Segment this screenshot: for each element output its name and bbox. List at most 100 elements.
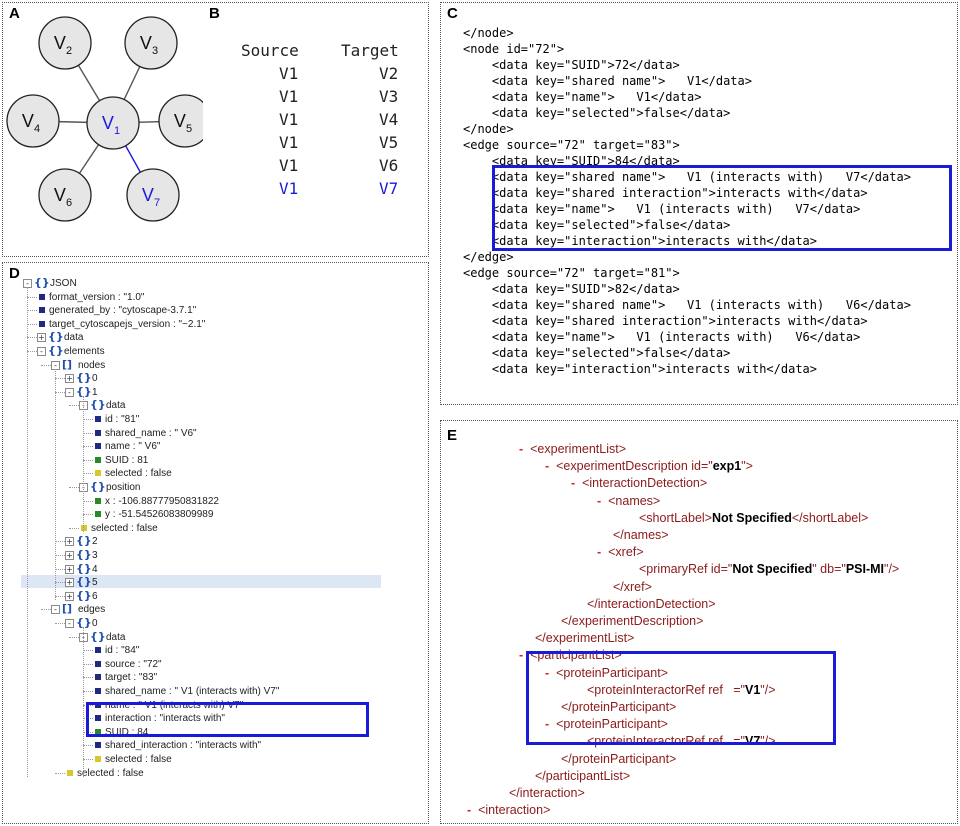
tree-node-label[interactable]: target : "83"	[105, 672, 158, 684]
tree-node-label[interactable]: shared_name : " V6"	[105, 427, 197, 439]
collapse-dash-icon[interactable]: -	[519, 442, 531, 456]
tree-node-label[interactable]: shared_name : " V1 (interacts with) V7"	[105, 686, 280, 697]
tree-node-label[interactable]: SUID : 81	[105, 454, 149, 466]
collapse-dash-icon[interactable]: -	[545, 459, 557, 474]
tree-connector	[69, 405, 79, 407]
value-type-icon	[95, 728, 101, 735]
collapse-dash-icon[interactable]: -	[597, 545, 609, 560]
tree-node-label[interactable]: data	[106, 400, 126, 412]
collapse-dash-icon[interactable]: -	[545, 717, 557, 732]
tree-node-label[interactable]: name : " V6"	[105, 441, 161, 453]
tree-node-label[interactable]: 6	[92, 590, 98, 602]
object-icon: {}	[76, 588, 92, 602]
expand-icon[interactable]: +	[65, 591, 74, 601]
tree-node-label[interactable]: source : "72"	[105, 658, 162, 670]
table-cell: V5	[379, 133, 399, 152]
collapse-icon[interactable]: -	[37, 347, 46, 356]
collapse-icon[interactable]: -	[51, 605, 60, 615]
xml-tag: <proteinParticipant>	[556, 717, 668, 732]
graph-node-circle	[38, 168, 92, 222]
code-line: <edge source="72" target="83">	[463, 138, 680, 152]
table-cell: V1	[279, 156, 299, 175]
tree-node-label[interactable]: JSON	[50, 278, 77, 289]
value-type-icon	[39, 307, 45, 314]
highlight-box-json-edge-name	[86, 702, 369, 737]
code-line: <data key="shared name"> V1</data>	[463, 74, 752, 88]
value-type-icon	[39, 293, 45, 300]
collapse-icon[interactable]: -	[65, 619, 74, 628]
tree-node-label[interactable]: format_version : "1.0"	[49, 291, 145, 303]
collapse-dash-icon[interactable]: -	[545, 665, 557, 680]
xml-tag: </shortLabel>	[791, 510, 869, 525]
tree-node-label[interactable]: 0	[92, 373, 98, 385]
tree-guide-line	[83, 395, 84, 532]
tree-node-label[interactable]: 2	[92, 536, 98, 548]
expand-icon[interactable]: +	[65, 374, 74, 384]
collapse-dash-icon[interactable]: -	[571, 476, 583, 491]
tree-node-label[interactable]: selected : false	[105, 754, 172, 765]
graph-node-label: V7	[142, 185, 160, 209]
tree-node-label[interactable]: selected : false	[77, 767, 144, 779]
xml-line: </participantList>	[535, 768, 630, 784]
xml-text: Not Specified	[711, 510, 792, 525]
expand-icon[interactable]: +	[65, 564, 74, 574]
collapse-dash-icon[interactable]: -	[519, 648, 531, 663]
graph-center-node-label: V1	[102, 113, 120, 137]
highlight-box-xgmml-edge	[492, 165, 952, 251]
tree-node-label[interactable]: elements	[64, 346, 105, 357]
xml-line: <proteinInteractorRef ref ="V1"/>	[587, 682, 776, 698]
tree-node-label[interactable]: data	[106, 631, 126, 643]
expand-icon[interactable]: +	[37, 333, 46, 343]
tree-node-label[interactable]: id : "84"	[105, 645, 140, 657]
tree-node-label[interactable]: x : -106.88777950831822	[105, 495, 219, 507]
tree-node-label[interactable]: nodes	[78, 359, 106, 371]
tree-node-label[interactable]: 0	[92, 618, 98, 629]
xml-line: </proteinParticipant>	[561, 699, 676, 715]
tree-node-label[interactable]: 5	[92, 577, 98, 589]
tree-node-label[interactable]: selected : false	[91, 522, 158, 534]
tree-node-label[interactable]: target_cytoscapejs_version : "~2.1"	[49, 318, 206, 330]
xml-line: </experimentDescription>	[561, 613, 703, 629]
collapse-icon[interactable]: -	[65, 387, 74, 397]
tree-connector	[83, 514, 93, 516]
tree-node-label[interactable]: y : -51.54526083809989	[105, 509, 214, 521]
tree-node-label[interactable]: shared_interaction : "interacts with"	[105, 740, 262, 752]
collapse-dash-icon[interactable]: -	[467, 803, 479, 818]
tree-node-label[interactable]: 1	[92, 386, 98, 398]
tree-node-label[interactable]: 3	[92, 550, 98, 561]
tree-node-label[interactable]: SUID : 84	[105, 726, 149, 738]
tree-node-label[interactable]: name : " V1 (interacts with) V7"	[105, 699, 244, 711]
tree-connector	[69, 527, 79, 529]
tree-node-label[interactable]: position	[106, 482, 141, 493]
code-line: </node>	[463, 26, 514, 40]
code-line: <data key="selected">false</data>	[463, 346, 731, 360]
tree-node-label[interactable]: selected : false	[105, 468, 172, 480]
table-header: Target	[341, 41, 399, 60]
tree-connector	[55, 378, 65, 380]
xml-val: exp1	[712, 459, 742, 474]
value-type-icon	[95, 416, 101, 422]
table-cell: V7	[379, 179, 399, 198]
tree-node-label[interactable]: 4	[92, 563, 98, 575]
code-line: <node id="72">	[463, 42, 565, 56]
expand-icon[interactable]: +	[65, 578, 74, 588]
tree-node-label[interactable]: generated_by : "cytoscape-3.7.1"	[49, 305, 197, 317]
tree-node-label[interactable]: edges	[78, 604, 106, 616]
tree-node-label[interactable]: data	[64, 332, 84, 344]
value-type-icon	[95, 688, 101, 694]
xml-tag: </proteinParticipant>	[561, 751, 677, 766]
tree-connector	[69, 487, 79, 488]
expand-icon[interactable]: +	[65, 537, 74, 547]
expand-icon[interactable]: +	[65, 551, 74, 560]
tree-connector	[55, 772, 65, 774]
code-line: <data key="shared name"> V1 (interacts w…	[463, 170, 911, 184]
tree-connector	[83, 759, 93, 760]
tree-node-label[interactable]: id : "81"	[105, 414, 140, 425]
panel-c-xgmml: C </node><node id="72"> <data key="SUID"…	[440, 2, 958, 405]
code-line: <data key="SUID">84</data>	[463, 154, 680, 168]
object-icon: {}	[76, 561, 92, 575]
collapse-dash-icon[interactable]: -	[597, 493, 609, 508]
tree-node-label[interactable]: interaction : "interacts with"	[105, 713, 225, 725]
xml-tag: <names>	[608, 493, 661, 508]
